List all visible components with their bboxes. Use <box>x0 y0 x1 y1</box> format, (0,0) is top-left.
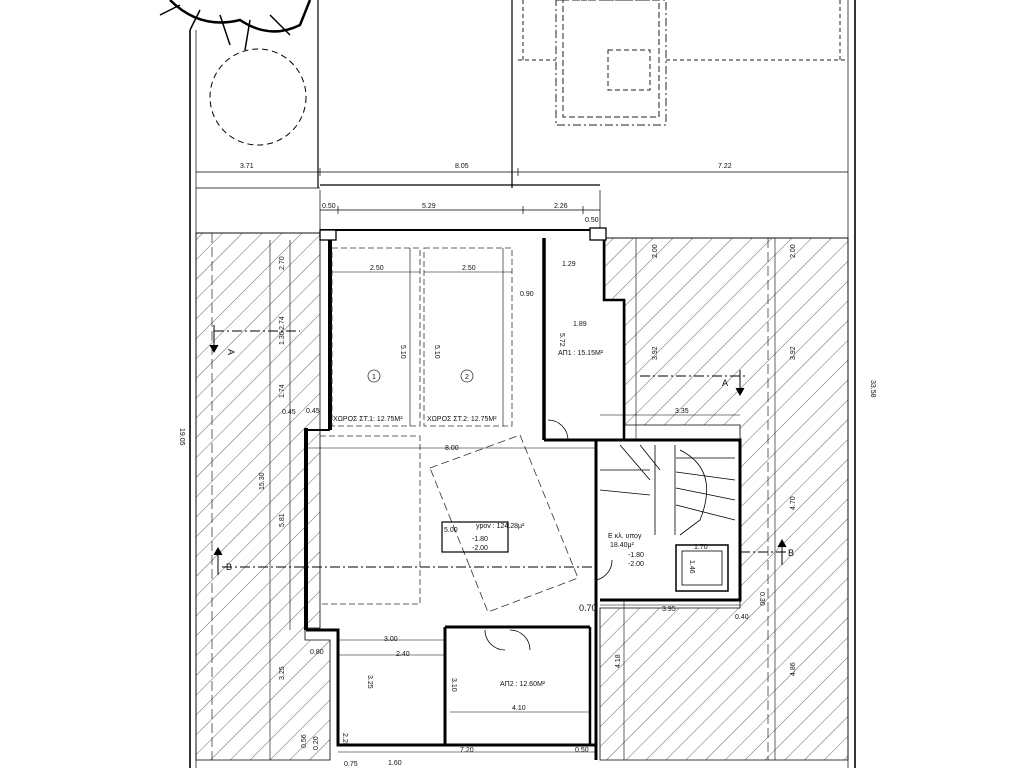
parking-2-label: ΧΩΡΟΣ ΣΤ.2: 12.75M² <box>427 416 497 423</box>
bldg-dim-4: 0.50 <box>585 217 599 224</box>
right-dim-3: 3.92 <box>652 346 659 360</box>
dim-3-10: 3.10 <box>450 678 457 692</box>
dim-3-95: 3.95 <box>662 606 676 613</box>
plot-dim-2: 8.05 <box>455 163 469 170</box>
plot-side-dim-right: 33.58 <box>869 380 876 398</box>
building-top-dimension <box>319 190 601 240</box>
dim-4-10: 4.10 <box>512 705 526 712</box>
left-dim-4: 1.74 <box>279 384 286 398</box>
main-level-box <box>441 521 509 553</box>
section-a-label-left: Α <box>226 349 236 355</box>
bldg-dim-1: 0.50 <box>322 203 336 210</box>
main-label: ypov : 124.28μ² <box>476 523 525 530</box>
stair-level-1: -1.80 <box>628 552 644 559</box>
storage-2-label: ΑΠ2 : 12.60M² <box>500 681 546 688</box>
dim-bay-2-length: 5.10 <box>433 345 440 359</box>
left-dim-2: 2.74 <box>279 316 286 330</box>
right-dim-6: 4.18 <box>615 654 622 668</box>
plot-side-dim-left: 19.05 <box>178 428 185 446</box>
dim-0-70: 0.70 <box>579 603 597 613</box>
left-dim-12: 0.75 <box>344 761 358 768</box>
left-dim-9: 3.25 <box>279 666 286 680</box>
parking-bays <box>319 247 579 613</box>
dim-1-89: 1.89 <box>573 321 587 328</box>
left-dim-8: 0.80 <box>310 649 324 656</box>
stair-level-2: -2.00 <box>628 561 644 568</box>
plot-dim-3: 7.22 <box>718 163 732 170</box>
plot-boundary <box>189 0 856 768</box>
stair-label: Ε κλ. υπογ <box>608 533 642 540</box>
dim-2-25: 2.25 <box>341 733 348 747</box>
right-dim-1: 2.00 <box>652 244 659 258</box>
right-dim-4: 3.92 <box>790 346 797 360</box>
doors <box>484 419 569 651</box>
dim-3-35: 3.35 <box>675 408 689 415</box>
bottom-dim-3: 0.50 <box>575 747 589 754</box>
tree-symbol <box>159 0 312 146</box>
dim-0-40: 0.40 <box>735 614 749 621</box>
inner-dimension-lines <box>211 233 776 760</box>
dim-0-45: 0.45 <box>306 408 320 415</box>
bottom-dim-2: 7.20 <box>460 747 474 754</box>
bldg-dim-3: 2.26 <box>554 203 568 210</box>
plot-top-dimension <box>196 168 848 189</box>
section-markers <box>209 325 790 575</box>
stair-area: 18.40μ² <box>610 542 635 549</box>
right-dim-5: 4.70 <box>790 496 797 510</box>
bldg-dim-2: 5.29 <box>422 203 436 210</box>
left-dim-3: 1.30 <box>279 331 286 345</box>
dim-5-72: 5.72 <box>558 333 565 347</box>
dim-1-46: 1.46 <box>688 560 695 574</box>
left-dim-10: 0.56 <box>301 734 308 748</box>
right-dim-7: 4.86 <box>790 662 797 676</box>
section-a-label-right: Α <box>722 378 728 388</box>
plot-dim-1: 3.71 <box>240 163 254 170</box>
main-level-1: 5.00 <box>444 527 458 534</box>
left-dim-7: 5.81 <box>279 513 286 527</box>
parking-1-marker: 1 <box>372 374 376 381</box>
main-level-2: -1.80 <box>472 536 488 543</box>
dim-3-00: 3.00 <box>384 636 398 643</box>
dim-2-40: 2.40 <box>396 651 410 658</box>
right-dim-2: 2.00 <box>790 244 797 258</box>
main-level-3: -2.00 <box>472 545 488 552</box>
parking-2-marker: 2 <box>465 374 469 381</box>
section-b-label-right: Β <box>788 548 794 558</box>
dim-1-29: 1.29 <box>562 261 576 268</box>
bottom-dim-1: 1.60 <box>388 760 402 767</box>
storage-1-label: ΑΠ1 : 15.15M² <box>558 350 604 357</box>
left-dim-11: 0.20 <box>313 736 320 750</box>
dim-0-90: 0.90 <box>520 291 534 298</box>
section-b-label-left: Β <box>226 562 232 572</box>
dim-3-25: 3.25 <box>366 675 373 689</box>
dim-bay-2-width: 2.50 <box>462 265 476 272</box>
left-dim-1: 2.70 <box>279 256 286 270</box>
dim-1-70: 1.70 <box>694 544 708 551</box>
left-dim-5: 0.45 <box>282 409 296 416</box>
neighbor-building <box>518 0 848 126</box>
stair <box>595 444 736 592</box>
building-walls <box>304 227 742 760</box>
dim-bay-1-length: 5.10 <box>399 345 406 359</box>
dim-0-30: 0.30 <box>758 592 765 606</box>
dim-bay-1-width: 2.50 <box>370 265 384 272</box>
parking-1-label: ΧΩΡΟΣ ΣΤ.1: 12.75M² <box>333 416 403 423</box>
left-dim-6: 15.30 <box>259 472 266 490</box>
dim-8-00: 8.00 <box>445 445 459 452</box>
hatched-setbacks <box>195 232 849 761</box>
